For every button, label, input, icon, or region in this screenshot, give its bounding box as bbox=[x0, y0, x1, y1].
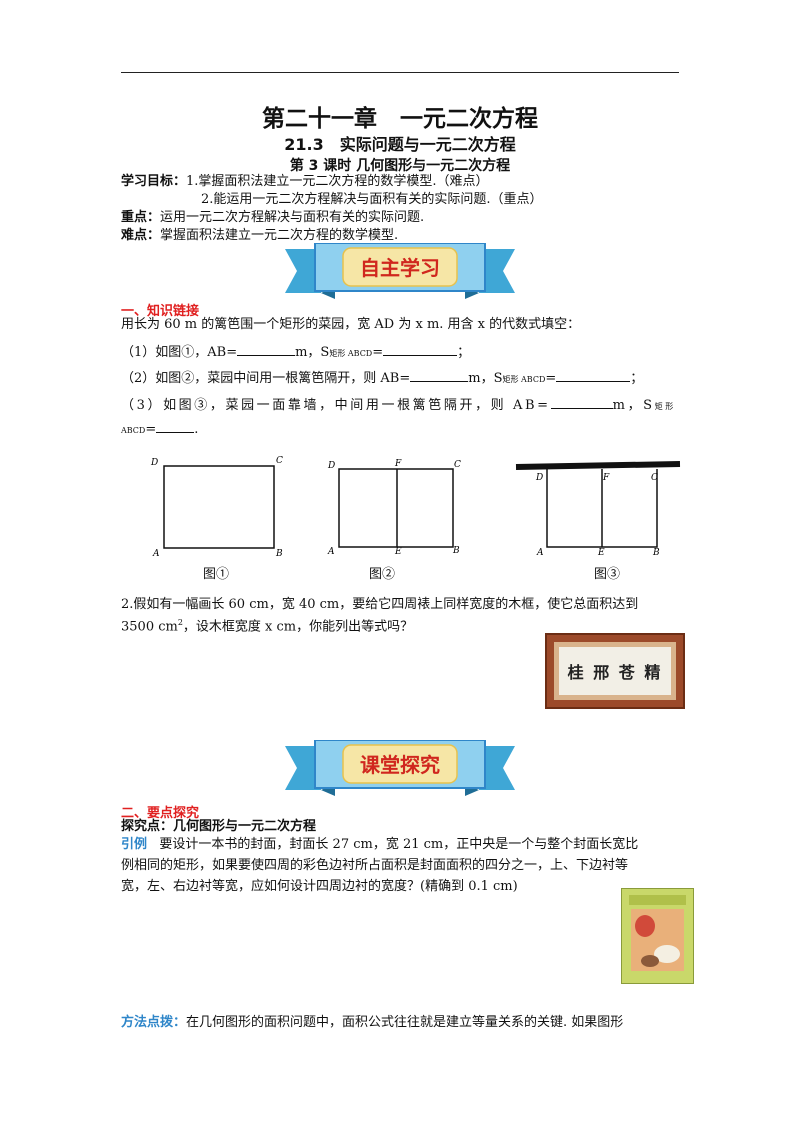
q3-subscript-2: ABCD bbox=[121, 426, 146, 435]
fig2-rectangle bbox=[338, 468, 454, 548]
fig2-label-a: A bbox=[327, 547, 335, 557]
section-title: 21.3 实际问题与一元二次方程 bbox=[284, 135, 516, 154]
knowledge-heading: 一、知识链接 bbox=[121, 304, 200, 319]
q2-subscript: 矩形 ABCD bbox=[502, 375, 546, 384]
q1-subscript: 矩形 ABCD bbox=[329, 349, 373, 358]
banner-self-study: 自主学习 bbox=[285, 243, 515, 299]
figure-2-diagram: D F C A E B bbox=[327, 459, 461, 557]
q3-blank-area[interactable] bbox=[156, 420, 195, 433]
method-tip: 方法点拨：在几何图形的面积问题中，面积公式往往就是建立等量关系的关键. 如果图形 bbox=[121, 1012, 623, 1033]
goals-label: 学习目标： bbox=[121, 174, 187, 189]
painting-calligraphy: 桂 邢 苍 精 bbox=[567, 663, 663, 682]
q3-subscript-1: 矩形 bbox=[654, 402, 676, 411]
example-text-1: 要设计一本书的封面，封面长 27 cm，宽 21 cm，正中央是一个与整个封面长… bbox=[159, 837, 639, 852]
knowledge-intro: 用长为 60 m 的篱笆围一个矩形的菜园，宽 AD 为 x m. 用含 x 的代… bbox=[121, 317, 581, 332]
figure-1-diagram: D C A B bbox=[150, 456, 283, 559]
difficulty-text: 掌握面积法建立一元二次方程的数学模型. bbox=[160, 228, 399, 243]
fig2-label-c: C bbox=[454, 460, 461, 470]
q2-text-b: m，S bbox=[468, 371, 503, 386]
fig3-label-c: C bbox=[651, 473, 658, 483]
fig1-label-c: C bbox=[276, 456, 283, 466]
q3-blank-ab[interactable] bbox=[550, 396, 613, 409]
key-text: 运用一元二次方程解决与面积有关的实际问题. bbox=[160, 210, 425, 225]
q1-text-b: m，S bbox=[295, 345, 330, 360]
method-text: 在几何图形的面积问题中，面积公式往往就是建立等量关系的关键. 如果图形 bbox=[186, 1015, 624, 1030]
q3-text-b: m，S bbox=[612, 398, 655, 413]
top-rule bbox=[121, 72, 679, 73]
goals-line-1: 学习目标：1.掌握面积法建立一元二次方程的数学模型.（难点） bbox=[121, 173, 489, 191]
fig1-label-b: B bbox=[275, 549, 283, 559]
example-line-3: 宽，左、右边衬等宽，应如何设计四周边衬的宽度？(精确到 0.1 cm) bbox=[121, 879, 518, 894]
fig2-label-b: B bbox=[452, 546, 460, 556]
figure-3-diagram: D F C A E B bbox=[515, 461, 681, 558]
key-label: 重点： bbox=[121, 210, 161, 225]
q2-text-c: = bbox=[545, 371, 557, 386]
difficulty-point: 难点：掌握面积法建立一元二次方程的数学模型. bbox=[121, 227, 398, 245]
q2-line-1: 2.假如有一幅画长 60 cm，宽 40 cm，要给它四周裱上同样宽度的木框，使… bbox=[121, 597, 639, 612]
question-2: （2）如图②，菜园中间用一根篱笆隔开，则 AB= m，S矩形 ABCD= ； bbox=[121, 369, 643, 389]
figure-1-label: 图① bbox=[203, 567, 230, 582]
goal-item-2: 2.能运用一元二次方程解决与面积有关的实际问题.（重点） bbox=[201, 192, 543, 207]
figure-2-label: 图② bbox=[369, 567, 396, 582]
figure-3-label: 图③ bbox=[594, 567, 621, 582]
question-1: （1）如图①，AB= m，S矩形 ABCD= ； bbox=[121, 343, 470, 363]
banner-class-explore-text: 课堂探究 bbox=[360, 753, 440, 777]
q3-text-a: （3）如图③，菜园一面靠墙，中间用一根篱笆隔开，则 AB= bbox=[121, 398, 551, 413]
framed-painting-image: 桂 邢 苍 精 bbox=[545, 633, 685, 709]
q3-text-d: . bbox=[194, 422, 199, 437]
q3-text-c: = bbox=[145, 422, 157, 437]
example-line-1: 引例 要设计一本书的封面，封面长 27 cm，宽 21 cm，正中央是一个与整个… bbox=[121, 834, 638, 855]
method-label: 方法点拨： bbox=[121, 1015, 187, 1030]
fig1-rectangle bbox=[163, 465, 275, 549]
q2-text-d: ； bbox=[630, 371, 644, 386]
fig3-label-f: F bbox=[602, 473, 610, 483]
fig3-label-b: B bbox=[652, 548, 660, 558]
fig2-label-d: D bbox=[327, 461, 335, 471]
explore-heading: 二、要点探究 bbox=[121, 806, 200, 821]
lesson-title: 第 3 课时 几何图形与一元二次方程 bbox=[289, 158, 511, 174]
fig2-label-f: F bbox=[394, 459, 402, 469]
fig1-label-a: A bbox=[152, 549, 160, 559]
question-3: （3）如图③，菜园一面靠墙，中间用一根篱笆隔开，则 AB= m，S矩形 bbox=[121, 396, 676, 416]
q2-line-2-rest: ，设木框宽度 x cm，你能列出等式吗？ bbox=[182, 619, 414, 635]
q1-blank-area[interactable] bbox=[383, 343, 458, 356]
example-line-2: 例相同的矩形，如果要使四周的彩色边衬所占面积是封面面积的四分之一，上、下边衬等 bbox=[121, 858, 629, 873]
q2-area-value: 3500 cm bbox=[121, 619, 178, 635]
fig2-label-e: E bbox=[394, 547, 402, 557]
difficulty-label: 难点： bbox=[121, 228, 161, 243]
fig3-wall bbox=[515, 461, 681, 470]
fig3-label-d: D bbox=[535, 473, 543, 483]
q1-text-a: （1）如图①，AB= bbox=[121, 345, 238, 360]
book-cover-image bbox=[621, 888, 694, 984]
q2-blank-area[interactable] bbox=[556, 369, 631, 382]
q2-line-2: 3500 cm2，设木框宽度 x cm，你能列出等式吗？ bbox=[121, 614, 413, 636]
q1-blank-ab[interactable] bbox=[237, 343, 296, 356]
key-point: 重点：运用一元二次方程解决与面积有关的实际问题. bbox=[121, 209, 424, 227]
example-label: 引例 bbox=[121, 837, 148, 852]
fig1-label-d: D bbox=[150, 458, 158, 468]
chapter-title: 第二十一章 一元二次方程 bbox=[262, 106, 538, 132]
q2-blank-ab[interactable] bbox=[410, 369, 469, 382]
goal-item-1: 1.掌握面积法建立一元二次方程的数学模型.（难点） bbox=[186, 174, 489, 189]
q1-text-c: = bbox=[372, 345, 384, 360]
banner-class-explore: 课堂探究 bbox=[285, 740, 515, 796]
q2-text-a: （2）如图②，菜园中间用一根篱笆隔开，则 AB= bbox=[121, 371, 411, 386]
fig3-label-a: A bbox=[536, 548, 544, 558]
explore-point-label: 探究点：几何图形与一元二次方程 bbox=[121, 819, 317, 834]
q2-area-exponent: 2 bbox=[177, 618, 183, 627]
question-3-cont: ABCD=. bbox=[121, 420, 198, 440]
q1-text-d: ； bbox=[457, 345, 471, 360]
banner-self-study-text: 自主学习 bbox=[360, 256, 440, 280]
fig3-label-e: E bbox=[597, 548, 605, 558]
